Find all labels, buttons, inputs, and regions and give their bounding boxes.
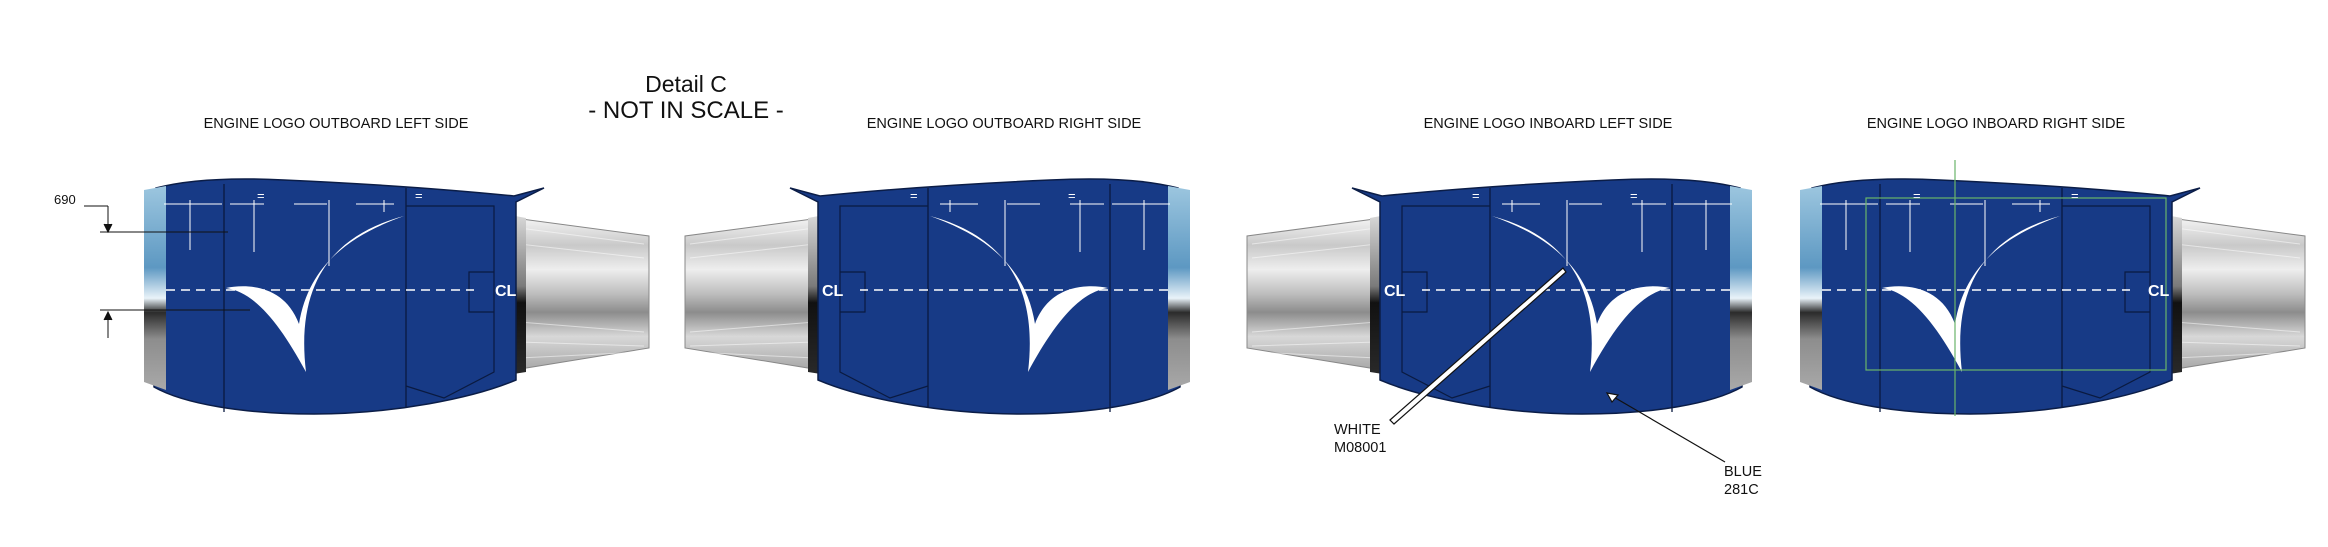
view-label-outboard-left: ENGINE LOGO OUTBOARD LEFT SIDE [204, 116, 469, 132]
engine-view-outboard-left [143, 178, 650, 415]
view-label-outboard-right: ENGINE LOGO OUTBOARD RIGHT SIDE [867, 116, 1142, 132]
view-label-inboard-right: ENGINE LOGO INBOARD RIGHT SIDE [1867, 116, 2126, 132]
callout-white-line2: M08001 [1334, 440, 1386, 456]
engine-view-inboard-left [1246, 178, 1753, 415]
equal-mark: = [257, 188, 265, 203]
callout-blue-line2: 281C [1724, 482, 1759, 498]
callout-blue-line1: BLUE [1724, 464, 1762, 480]
centerline-marker-2: CL [822, 283, 844, 300]
view-label-inboard-left: ENGINE LOGO INBOARD LEFT SIDE [1424, 116, 1673, 132]
equal-mark: = [1068, 188, 1076, 203]
equal-mark: = [1472, 188, 1480, 203]
equal-mark: = [910, 188, 918, 203]
engine-view-inboard-right [1799, 178, 2306, 415]
equal-mark: = [2071, 188, 2079, 203]
callout-white-line1: WHITE [1334, 422, 1381, 438]
equal-mark: = [1630, 188, 1638, 203]
callout-lines [1389, 267, 1726, 463]
dimension-label: 690 [54, 192, 76, 207]
centerline-marker-1: CL [495, 283, 517, 300]
detail-subtitle: - NOT IN SCALE - [588, 97, 784, 124]
centerline-marker-4: CL [2148, 283, 2170, 300]
detail-title: Detail C [645, 71, 727, 97]
centerline-marker-3: CL [1384, 283, 1406, 300]
engine-view-outboard-right [684, 178, 1191, 415]
guide-box [1865, 160, 2167, 416]
equal-mark: = [1913, 188, 1921, 203]
dimension-690 [84, 205, 250, 338]
equal-mark: = [415, 188, 423, 203]
